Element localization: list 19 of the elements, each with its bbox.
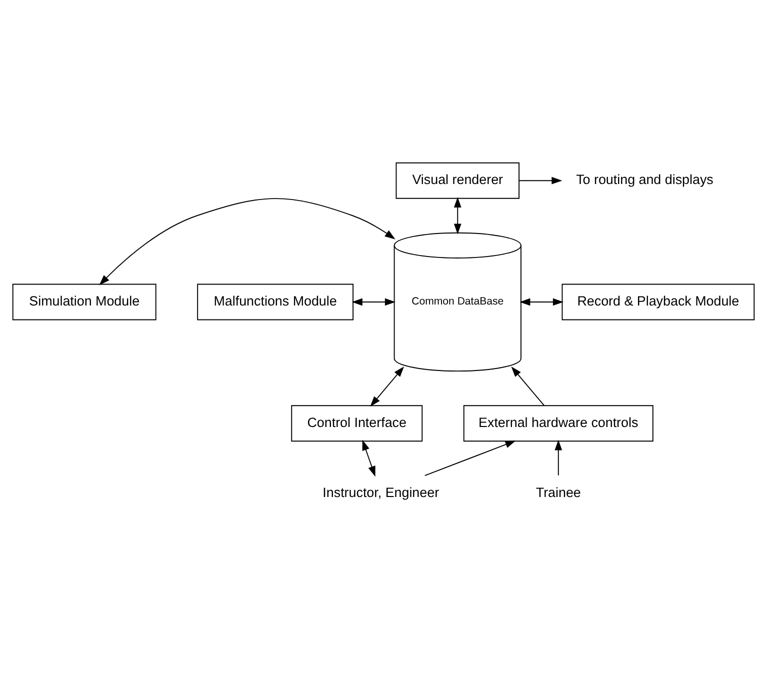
node-text: To routing and displays [576,172,714,188]
arrow [554,440,562,476]
node-box: Visual renderer [396,162,520,199]
node-text: Trainee [536,484,581,500]
arrow [454,196,462,234]
arrow [511,366,545,406]
node-text: Instructor, Engineer [322,484,440,500]
arrow [424,440,516,476]
node-box: Record & Playback Module [562,284,755,320]
arrow [362,440,376,477]
arrow [99,198,396,286]
node-box: External hardware controls [463,405,654,442]
node-box: Malfunctions Module [197,284,354,320]
arrow [520,298,564,306]
arrow [352,298,396,306]
arrow [370,366,404,407]
arrow [518,176,562,184]
node-box: Control Interface [291,405,423,442]
node-box: Simulation Module [12,284,156,320]
